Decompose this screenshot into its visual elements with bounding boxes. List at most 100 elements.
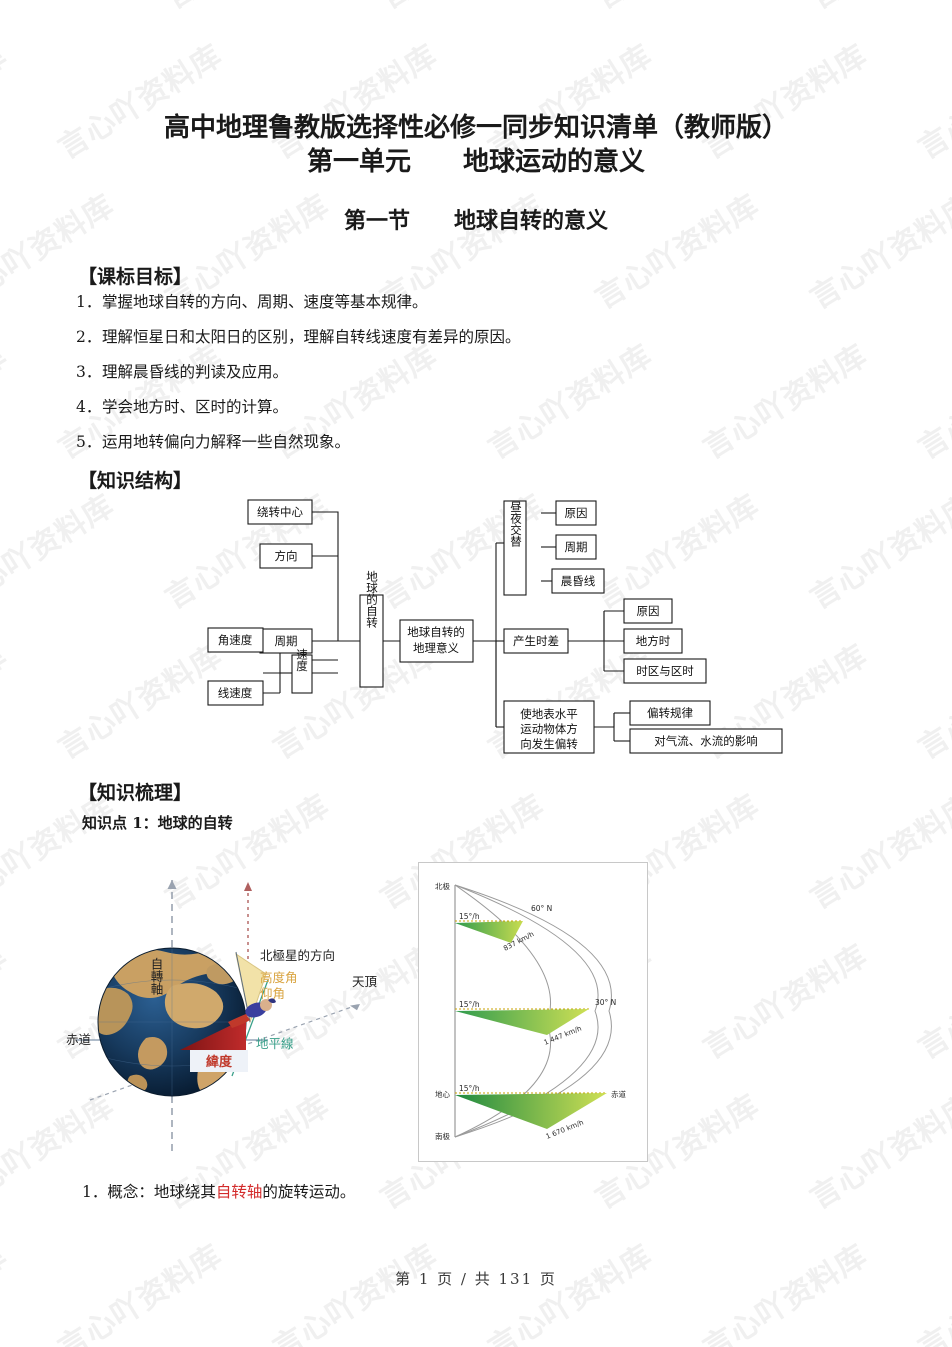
node-box-speed [291,654,313,694]
node-label-deflect-effect: 对气流、水流的影响 [654,734,758,748]
node-label-daynight: 昼夜交替 [509,501,523,548]
node-box-timediff-cause [623,598,673,624]
node-label-deflect-3: 向发生偏转 [520,737,578,751]
globe-landmasses [98,948,246,1096]
objectives-heading: 【课标目标】 [78,266,193,288]
node-box-deflect [503,700,595,754]
objective-number: 4． [76,398,102,417]
label-horizon: 地平線 [256,1036,294,1051]
label-equator: 赤道 [66,1032,92,1047]
rotation-velocity-figure: 北极 南极 地心 赤道 60° N 30° N 15°/h 15°/h 15°/… [418,862,648,1162]
list-item: 3．理解晨昏线的判读及应用。 [76,360,876,384]
label-south-pole: 南极 [435,1131,450,1141]
observer-figure [228,998,276,1028]
node-box-rotation [359,594,384,688]
node-label-period: 周期 [275,634,298,648]
node-box-deflect-effect [629,728,783,754]
page-title: 高中地理鲁教版选择性必修一同步知识清单（教师版） [163,113,788,143]
figure-row: 自轉軸 北極星的方向 天頂 赤道 高度角 仰角 地平線 緯度 [0,862,952,1172]
node-label-timediff-cause: 原因 [637,604,660,618]
objective-text: 理解晨昏线的判读及应用。 [102,363,289,382]
node-box-daynight-period [555,534,597,560]
node-label-daynight-line: 晨昏线 [561,574,596,588]
node-box-meaning [399,619,474,663]
node-box-daynight-line [551,568,605,594]
node-label-daynight-period: 周期 [565,540,588,554]
latitude-wedge [180,1018,246,1050]
concept-label: 概念： [107,1183,154,1201]
unit-title: 第一单元 地球运动的意义 [306,146,645,177]
label-polaris-direction: 北極星的方向 [260,948,335,963]
label-latitude: 緯度 [206,1054,233,1070]
node-label-deflect-2: 运动物体方 [520,722,578,736]
node-label-meaning-2: 地理意义 [413,641,459,655]
label-geocenter: 地心 [435,1089,450,1099]
latitude-callout: 緯度 [190,1050,248,1072]
node-label-linear: 线速度 [218,686,253,700]
section-title: 第一节 地球自转的意义 [343,207,608,234]
node-label-timediff-local: 地方时 [636,634,671,648]
node-label-daynight-cause: 原因 [565,506,588,520]
node-box-timediff-local [623,628,683,654]
concept-before: 地球绕其 [153,1183,216,1201]
node-label-meaning-1: 地球自转的 [407,625,465,639]
node-label-timediff: 产生时差 [513,634,559,648]
objective-text: 掌握地球自转的方向、周期、速度等基本规律。 [102,293,428,311]
label-lat60: 60° N [531,904,552,913]
objective-number: 1． [76,293,102,311]
objective-number: 5． [76,433,102,452]
label-north-pole: 北极 [435,881,450,891]
structure-heading: 【知识结构】 [78,470,193,492]
concept-highlight: 自转轴 [215,1183,263,1201]
document-header: 高中地理鲁教版选择性必修一同步知识清单（教师版） 第一单元 地球运动的意义 第一… [0,0,952,236]
objective-number: 2． [76,328,102,347]
node-box-daynight [503,500,527,596]
list-item: 1．掌握地球自转的方向、周期、速度等基本规律。 [76,290,876,314]
label-lat30: 30° N [595,998,616,1007]
list-item: 5．运用地转偏向力解释一些自然现象。 [76,430,876,454]
objective-text: 运用地转偏向力解释一些自然现象。 [102,433,351,452]
objective-text: 学会地方时、区时的计算。 [102,398,289,417]
node-label-direction: 方向 [275,549,298,563]
node-label-timediff-zone: 时区与区时 [636,664,694,678]
review-heading: 【知识梳理】 [78,782,193,804]
polaris-arrow [244,882,252,891]
objective-number: 3． [76,363,102,382]
node-box-center [247,499,313,525]
node-box-period [259,628,313,654]
zenith-arrow [350,1004,360,1011]
label-equator: 赤道 [611,1089,626,1099]
node-label-speed: 速度 [295,649,309,673]
node-box-timediff-zone [623,658,707,684]
page-footer: 第 1 页 / 共 131 页 [395,1270,557,1288]
node-box-linear [207,680,264,706]
node-box-timediff [503,628,569,654]
list-item: 2．理解恒星日和太阳日的区别，理解自转线速度有差异的原因。 [76,325,876,349]
concept-number: 1． [82,1183,108,1201]
objective-text: 理解恒星日和太阳日的区别，理解自转线速度有差异的原因。 [102,328,521,347]
node-box-deflect-rule [629,700,711,726]
node-box-angular [207,627,264,653]
list-item: 4．学会地方时、区时的计算。 [76,395,876,419]
label-altitude-angle: 高度角 [260,970,298,985]
wedge-lat60 [455,921,523,943]
label-zenith: 天頂 [352,974,378,989]
label-angular-speed-equator: 15°/h [459,1084,480,1093]
node-label-center: 绕转中心 [257,505,303,519]
label-angular-speed-lat60: 15°/h [459,912,480,921]
knowledge-structure-diagram: 绕转中心 方向 周期 角速度 线速度 地球自转的 地理意义 原因 周期 晨昏线 … [200,495,820,775]
wedge-lat30 [455,1009,589,1035]
objectives-list: 1．掌握地球自转的方向、周期、速度等基本规律。 2．理解恒星日和太阳日的区别，理… [76,290,876,465]
wedge-equator [455,1093,607,1129]
label-elevation-angle: 仰角 [260,986,285,1001]
concept-line: 1．概念：地球绕其自转轴的旋转运动。 [82,1180,355,1202]
label-angular-speed-lat30: 15°/h [459,1000,480,1009]
rotation-axis-arrow [167,880,177,889]
knowledge-point-heading: 知识点 1：地球的自转 [82,814,233,832]
label-rotation-axis: 自轉軸 [149,957,164,995]
earth-axis-figure: 自轉軸 北極星的方向 天頂 赤道 高度角 仰角 地平線 緯度 [60,862,410,1162]
node-label-deflect-1: 使地表水平 [520,707,578,721]
node-label-rotation: 地球的自转 [365,570,379,628]
node-box-daynight-cause [555,500,597,526]
